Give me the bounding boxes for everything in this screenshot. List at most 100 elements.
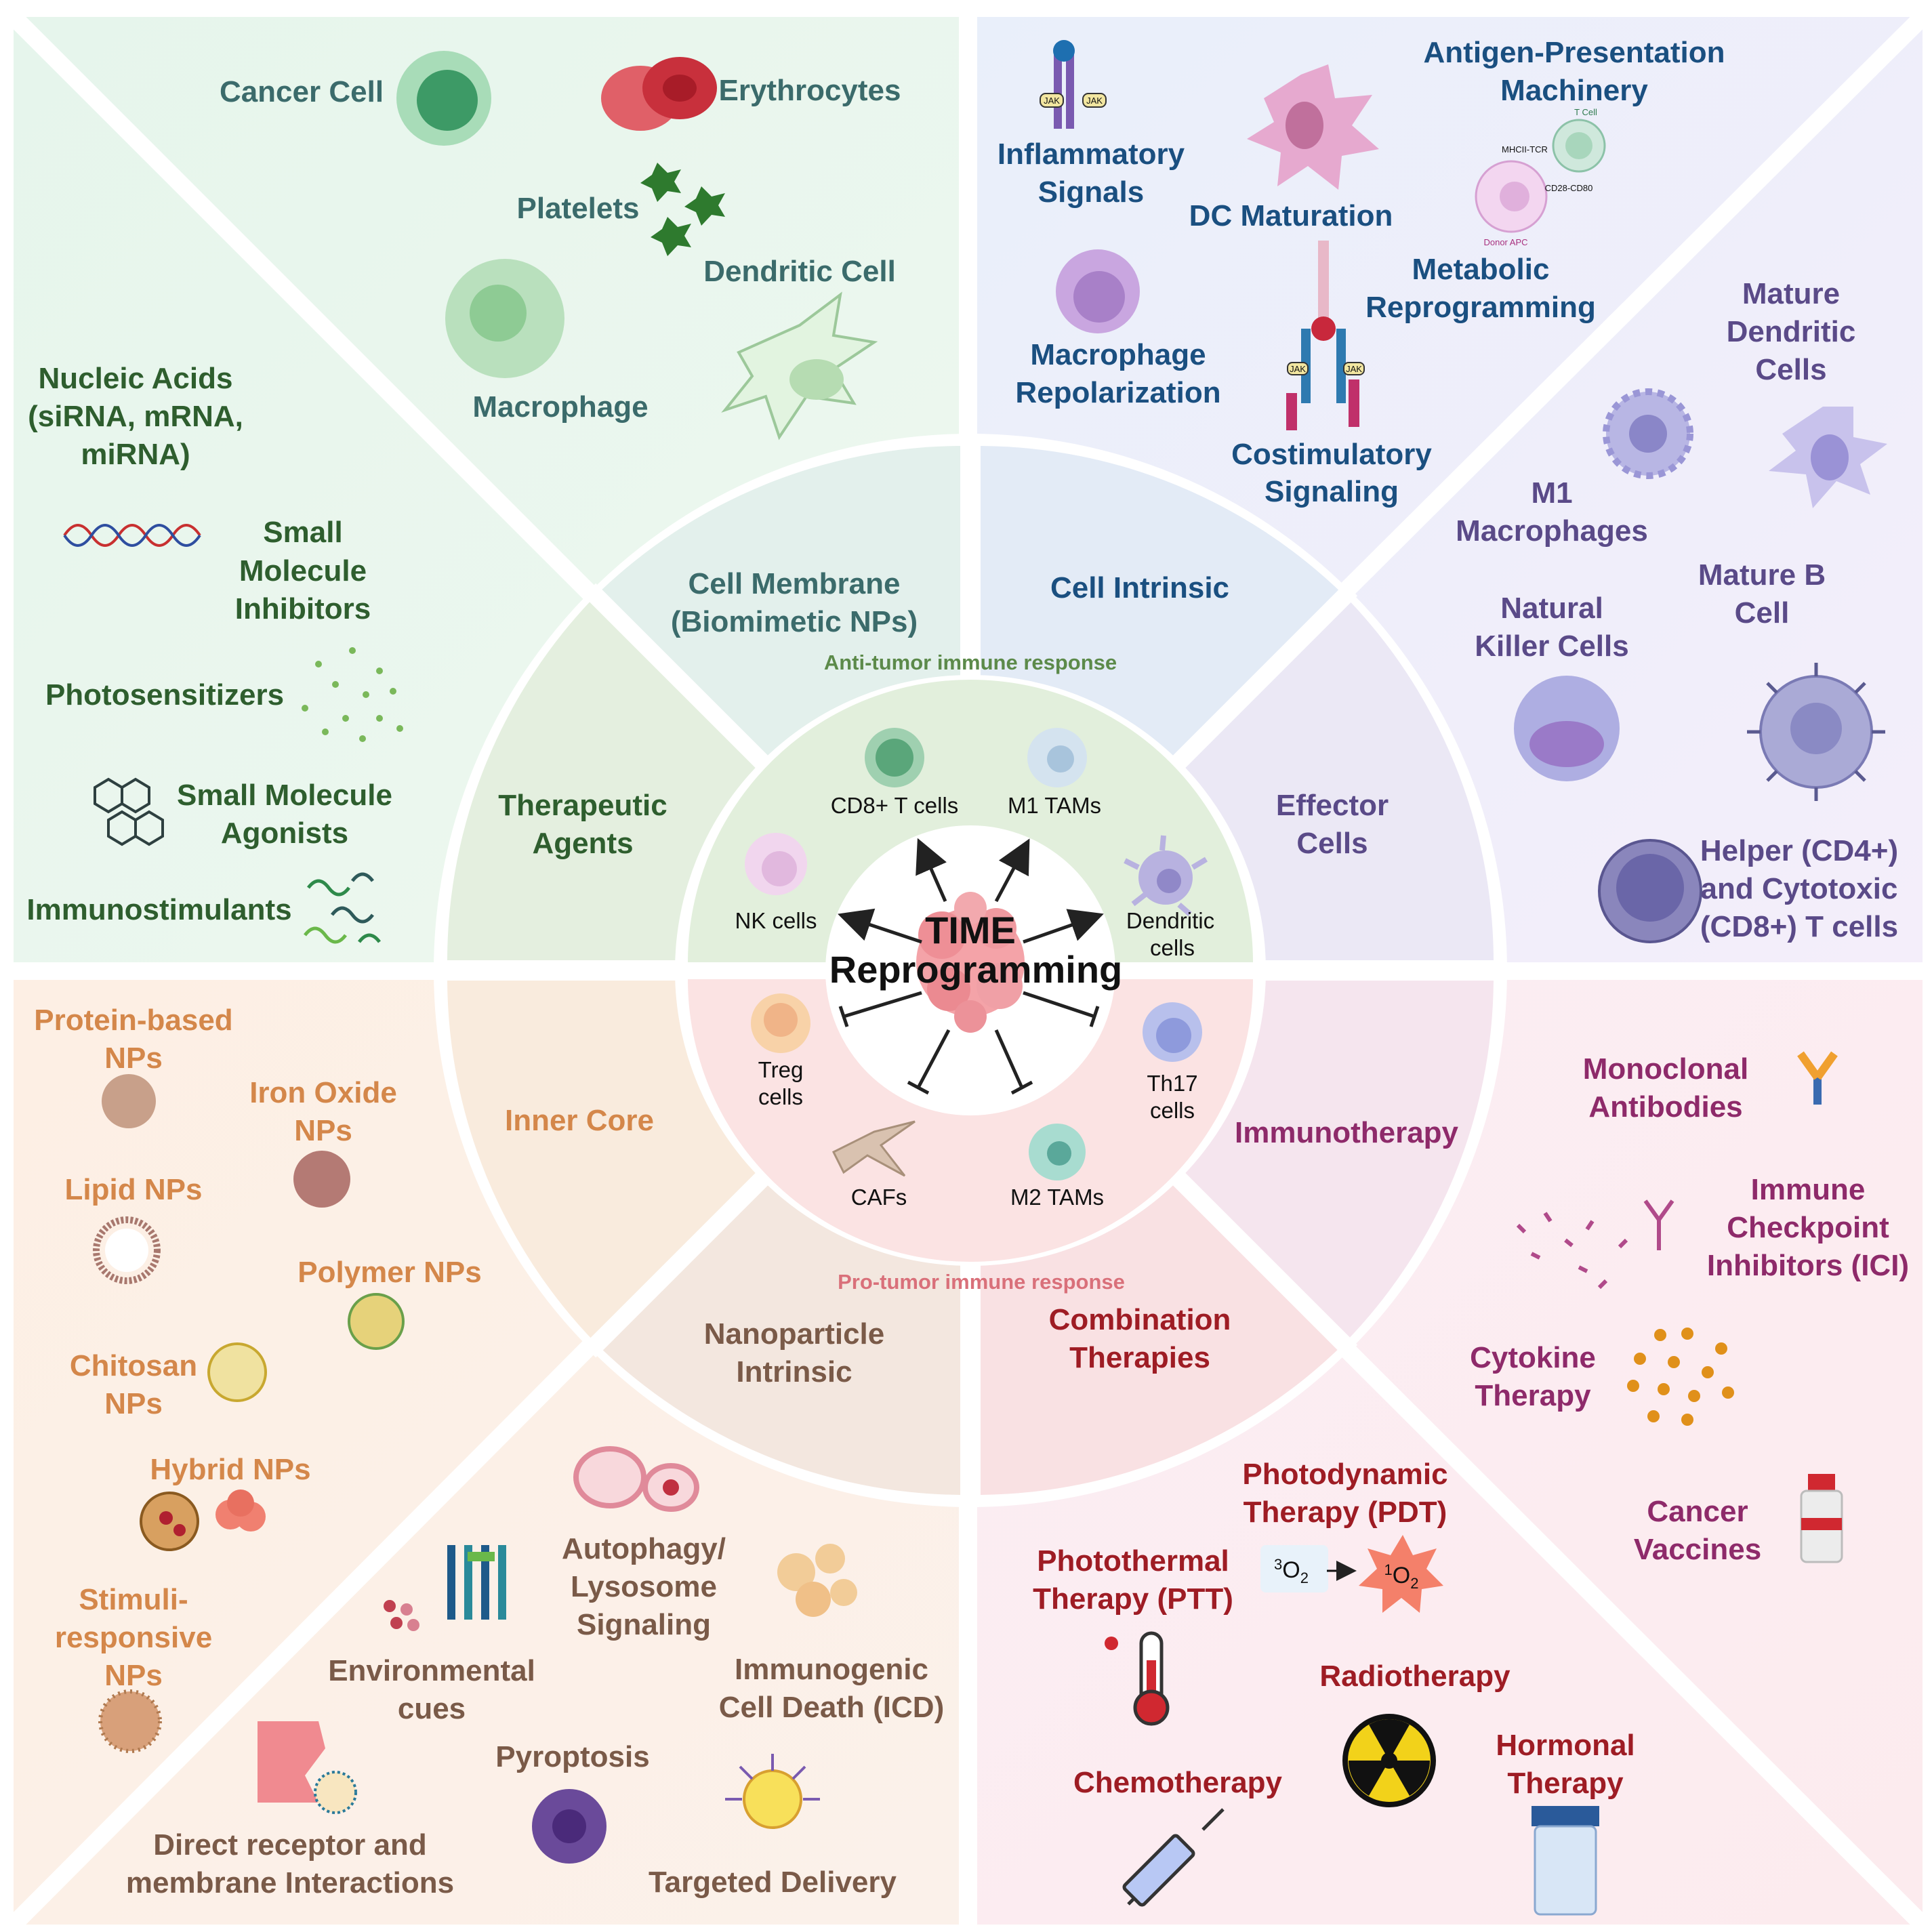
label-cancer-cell: Cancer Cell <box>220 75 384 108</box>
svg-text:JAK: JAK <box>1290 364 1306 374</box>
chitosan-np-icon <box>207 1342 267 1402</box>
hybrid-np-icon <box>140 1489 266 1551</box>
macrophage-repolarization-icon <box>1056 249 1140 333</box>
ring-effector-1: Effector <box>1276 789 1389 822</box>
outer-inner-core: Protein-based NPs Iron Oxide NPs Lipid N… <box>34 1004 482 1753</box>
label-ici-2: Checkpoint <box>1727 1211 1889 1244</box>
erythrocyte-icon <box>601 57 717 131</box>
ring-labels: Cell Membrane (Biomimetic NPs) Cell Intr… <box>498 567 1458 1389</box>
stimuli-np-icon <box>98 1689 162 1753</box>
dendritic-label-1: Dendritic <box>1126 908 1214 933</box>
inner-cell-treg: Treg cells <box>751 993 810 1109</box>
nk-label: NK cells <box>735 908 817 933</box>
label-iron-2: NPs <box>294 1114 352 1147</box>
dc-cell-icon <box>1247 64 1379 190</box>
label-lipid: Lipid NPs <box>65 1173 203 1206</box>
svg-text:JAK: JAK <box>1346 364 1362 374</box>
ring-cell-membrane-2: (Biomimetic NPs) <box>671 605 918 638</box>
svg-text:T Cell: T Cell <box>1574 107 1597 117</box>
ring-np-intrinsic-2: Intrinsic <box>736 1355 852 1389</box>
label-ici-3: Inhibitors (ICI) <box>1707 1249 1909 1282</box>
costimulatory-receptor-icon: JAK JAK <box>1286 241 1365 430</box>
svg-text:JAK: JAK <box>1044 96 1060 106</box>
pro-tumor-label: Pro-tumor immune response <box>838 1270 1125 1294</box>
label-monoclonal-1: Monoclonal <box>1583 1052 1748 1086</box>
o2-triplet: 3O2 <box>1274 1556 1309 1586</box>
label-mature-dc-1: Mature <box>1742 277 1840 310</box>
cancer-cell-icon <box>396 51 491 146</box>
ring-cell-intrinsic: Cell Intrinsic <box>1050 571 1229 604</box>
nk-cell-icon <box>1514 676 1620 781</box>
label-mature-b-2: Cell <box>1735 596 1790 630</box>
label-hormonal-1: Hormonal <box>1496 1729 1635 1762</box>
label-pdt-2: Therapy (PDT) <box>1244 1496 1447 1529</box>
treg-label-1: Treg <box>758 1057 804 1082</box>
center-title-line1: TIME <box>925 909 1016 951</box>
label-inflammatory-2: Signals <box>1038 176 1145 209</box>
label-dc-maturation: DC Maturation <box>1189 199 1393 232</box>
tumor-icon <box>916 892 1025 1033</box>
label-helper-1: Helper (CD4+) <box>1700 834 1898 867</box>
cytokine-dots-icon <box>1627 1328 1734 1426</box>
dna-icon <box>63 524 201 547</box>
label-icd-2: Cell Death (ICD) <box>719 1691 944 1724</box>
label-environmental-2: cues <box>398 1692 466 1725</box>
m1tams-label: M1 TAMs <box>1008 793 1101 818</box>
th17-label-2: cells <box>1150 1098 1195 1123</box>
label-cytokine-2: Therapy <box>1475 1379 1591 1412</box>
label-mature-dc-2: Dendritic <box>1727 315 1856 348</box>
pyroptosis-icon <box>532 1789 607 1864</box>
t-cell-icon <box>1598 839 1702 943</box>
label-autophagy-1: Autophagy/ <box>562 1532 726 1565</box>
ring-inner-core: Inner Core <box>505 1104 654 1137</box>
antigen-presentation-icon: T Cell MHCII-TCR CD28-CD80 Donor APC <box>1475 107 1606 247</box>
ring-cell-membrane-1: Cell Membrane <box>688 567 901 600</box>
label-nucleic-1: Nucleic Acids <box>39 362 233 395</box>
ring-immunotherapy: Immunotherapy <box>1235 1116 1459 1149</box>
immunostimulant-strands-icon <box>304 872 381 944</box>
label-mature-dc-3: Cells <box>1755 353 1826 386</box>
autophagy-icon <box>573 1446 699 1512</box>
label-icd-1: Immunogenic <box>735 1653 928 1686</box>
label-protein-1: Protein-based <box>34 1004 232 1037</box>
label-antigen-2: Machinery <box>1500 74 1648 107</box>
svg-text:CD28-CD80: CD28-CD80 <box>1545 183 1593 193</box>
dendritic-label-2: cells <box>1150 935 1195 960</box>
label-environmental-1: Environmental <box>328 1654 535 1687</box>
ring-therapeutic-2: Agents <box>532 827 633 860</box>
label-dendritic-cell: Dendritic Cell <box>703 255 896 288</box>
label-sma-2: Agonists <box>221 817 348 850</box>
jak-receptor-icon: JAK JAK <box>1040 40 1107 129</box>
label-inflammatory-1: Inflammatory <box>998 138 1185 171</box>
treg-label-2: cells <box>758 1084 803 1109</box>
inner-cell-dendritic: Dendritic cells <box>1124 835 1214 960</box>
inner-cell-nk: NK cells <box>735 833 817 933</box>
checkpoint-inhibitor-icon <box>1516 1199 1674 1290</box>
ring-combination-1: Combination <box>1049 1303 1231 1336</box>
label-photosensitizers: Photosensitizers <box>45 678 284 712</box>
radiation-icon <box>1342 1714 1436 1807</box>
label-stimuli-2: responsive <box>55 1621 212 1654</box>
platelet-icon <box>640 163 725 256</box>
label-nucleic-2: (siRNA, mRNA, <box>28 400 243 433</box>
label-autophagy-2: Lysosome <box>571 1570 717 1603</box>
label-sma-1: Small Molecule <box>177 779 392 812</box>
hormone-bottle-icon <box>1532 1806 1599 1916</box>
label-cytokine-1: Cytokine <box>1470 1341 1596 1374</box>
label-chitosan-1: Chitosan <box>70 1349 197 1382</box>
svg-text:1O2: 1O2 <box>1384 1561 1419 1592</box>
m2tams-label: M2 TAMs <box>1010 1185 1104 1210</box>
ring-effector-2: Cells <box>1296 827 1368 860</box>
label-protein-2: NPs <box>104 1042 163 1075</box>
b-cell-icon <box>1747 663 1885 801</box>
label-antigen-1: Antigen-Presentation <box>1424 36 1725 69</box>
label-helper-3: (CD8+) T cells <box>1700 910 1898 943</box>
inner-cell-cafs: CAFs <box>831 1120 916 1210</box>
pdt-star-icon: 1O2 <box>1359 1535 1443 1613</box>
outer-cell-membrane-sources: Cancer Cell Erythrocytes Platelets Dendr… <box>220 51 901 440</box>
photosensitizer-dots-icon <box>302 647 403 742</box>
label-ptt-1: Photothermal <box>1037 1544 1229 1578</box>
label-helper-2: and Cytotoxic <box>1701 872 1898 905</box>
label-nucleic-3: miRNA) <box>81 438 190 471</box>
